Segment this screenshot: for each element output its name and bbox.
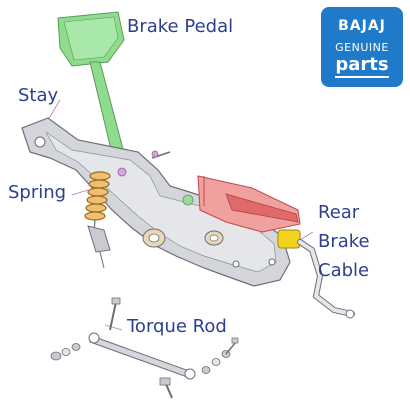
rear-brake-cable-part	[277, 229, 355, 319]
leader-rear-cable	[299, 231, 314, 241]
brake-pedal-part	[57, 11, 129, 171]
label-torque-rod: Torque Rod	[127, 316, 227, 337]
logo-line1: GENUINE	[335, 41, 389, 54]
label-rear-brake-cable-line2: Brake	[318, 231, 370, 252]
lower-bracket	[87, 225, 111, 269]
label-spring: Spring	[8, 182, 67, 203]
label-brake-pedal: Brake Pedal	[127, 16, 234, 37]
pivot-bushing	[117, 150, 224, 248]
bajaj-genuine-parts-logo: BAJAJ GENUINE parts	[321, 7, 403, 87]
leader-spring	[71, 189, 89, 196]
leader-torque-rod	[104, 324, 123, 331]
label-rear-brake-cable-line3: Cable	[318, 260, 370, 281]
logo-underline	[335, 76, 389, 78]
red-bracket	[197, 175, 301, 233]
logo-brand: BAJAJ	[338, 18, 386, 34]
label-rear-brake-cable-line1: Rear	[318, 202, 360, 223]
torque-rod-part	[50, 297, 239, 399]
spring-part	[84, 171, 111, 233]
logo-line2: parts	[335, 54, 389, 75]
label-stay: Stay	[18, 85, 59, 106]
